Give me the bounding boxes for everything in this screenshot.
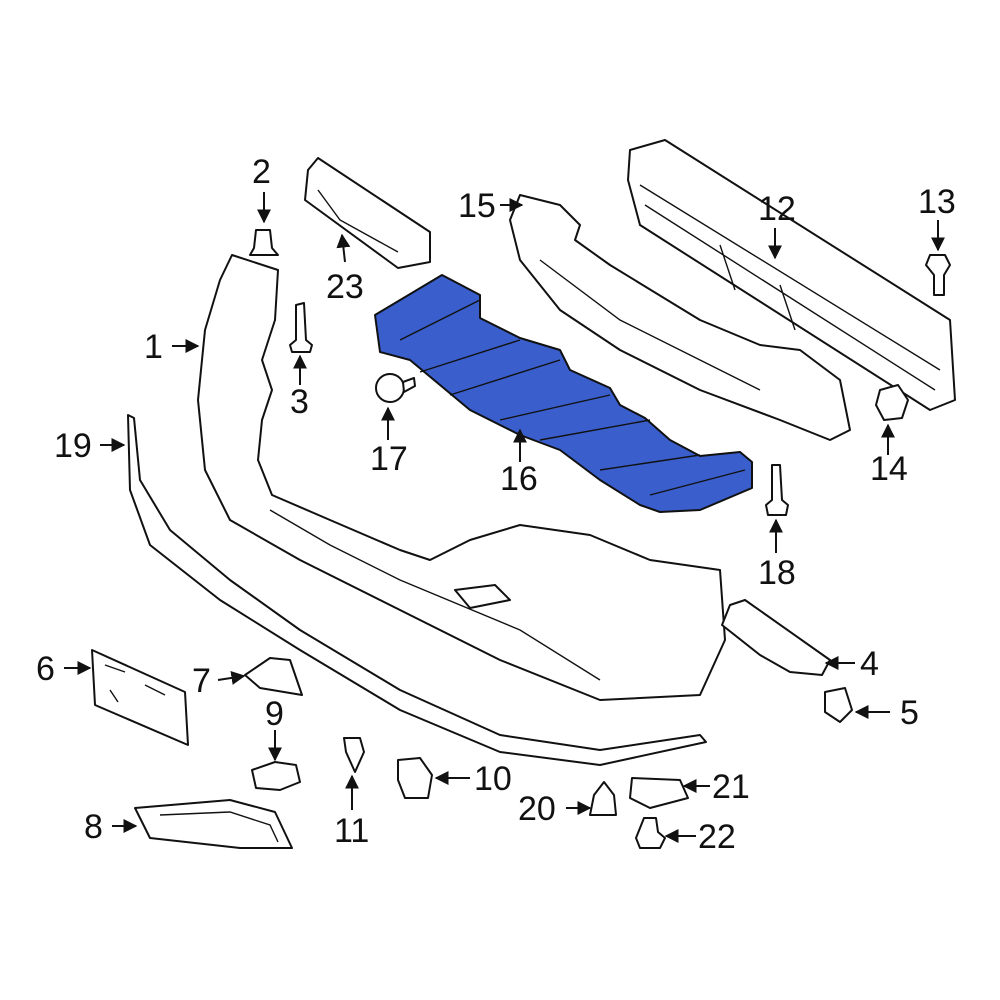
part-23-bracket[interactable] — [304, 157, 431, 269]
callout-17: 17 — [370, 440, 408, 478]
callout-7: 7 — [192, 662, 211, 700]
part-13-bolt[interactable] — [925, 254, 951, 296]
callout-9: 9 — [265, 695, 284, 733]
callout-14: 14 — [870, 450, 908, 488]
callout-12: 12 — [758, 190, 796, 228]
part-7-cover[interactable] — [244, 657, 303, 696]
callout-20: 20 — [518, 790, 556, 828]
part-1-bumper-cover[interactable] — [197, 254, 726, 701]
callout-5: 5 — [900, 694, 919, 732]
callout-8: 8 — [84, 808, 103, 846]
part-8-fog-bezel[interactable] — [134, 799, 293, 849]
part-18-bolt[interactable] — [765, 464, 789, 516]
leader-arrows — [64, 192, 945, 843]
part-3-bolt[interactable] — [289, 302, 313, 353]
part-2-clip[interactable] — [249, 229, 279, 256]
part-6-license-bracket[interactable] — [91, 649, 189, 746]
callout-3: 3 — [290, 383, 309, 421]
part-15-energy-absorber[interactable] — [509, 194, 851, 441]
callout-23: 23 — [326, 268, 364, 306]
callout-10: 10 — [474, 760, 512, 798]
part-11-pushpin[interactable] — [343, 737, 365, 773]
callout-16: 16 — [500, 460, 538, 498]
part-20-clip[interactable] — [589, 781, 617, 816]
callout-18: 18 — [758, 554, 796, 592]
part-12-bumper-reinforcement[interactable] — [627, 139, 956, 411]
part-22-bolt[interactable] — [635, 817, 666, 849]
callout-15: 15 — [458, 187, 496, 225]
callout-13: 13 — [918, 183, 956, 221]
callout-labels: 2 1 3 23 15 12 13 14 17 16 18 19 4 5 6 7… — [36, 153, 956, 856]
part-14-nut[interactable] — [875, 384, 909, 421]
part-9-bulb[interactable] — [251, 761, 301, 791]
callout-21: 21 — [712, 768, 750, 806]
callout-2: 2 — [252, 153, 271, 191]
part-10-clip[interactable] — [397, 757, 433, 799]
callout-19: 19 — [54, 427, 92, 465]
callout-6: 6 — [36, 650, 55, 688]
part-16-air-deflector-highlighted[interactable] — [374, 274, 753, 513]
callout-22: 22 — [698, 818, 736, 856]
part-5-bolt[interactable] — [824, 687, 853, 723]
callout-1: 1 — [144, 328, 163, 366]
part-21-bracket[interactable] — [629, 777, 689, 809]
part-19-lower-spoiler[interactable] — [127, 414, 707, 766]
callout-11: 11 — [334, 812, 369, 850]
part-17-pushpin[interactable] — [375, 373, 416, 403]
part-4-bracket[interactable] — [721, 599, 831, 676]
callout-4: 4 — [860, 645, 879, 683]
